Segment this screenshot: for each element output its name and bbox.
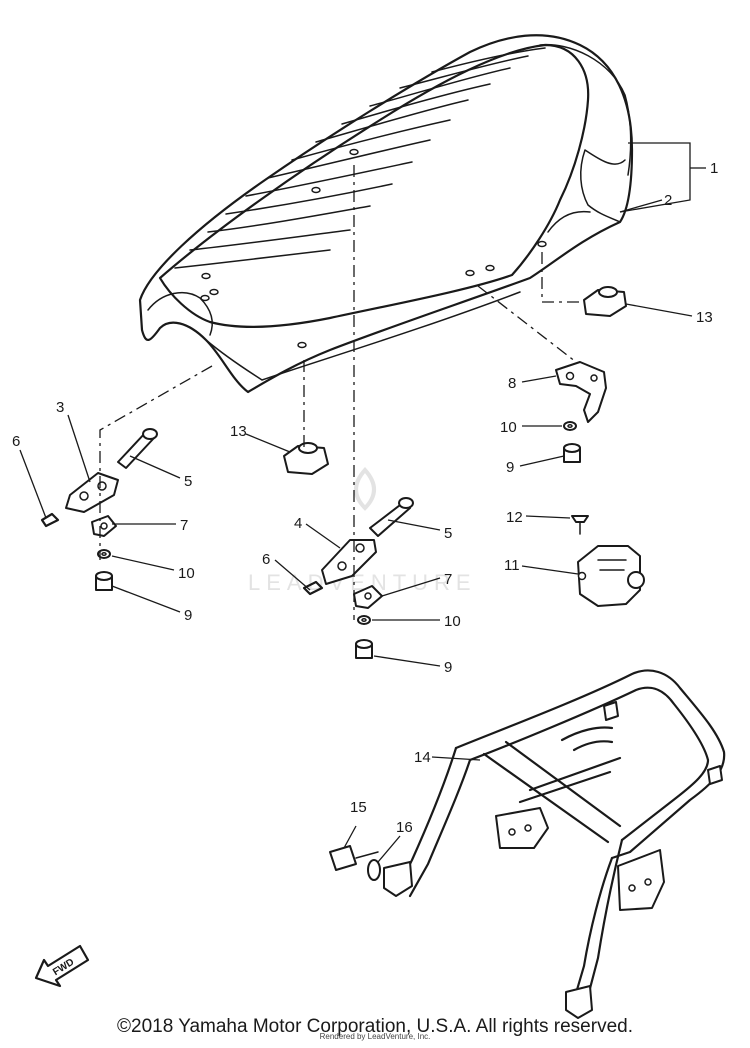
seat-pleats: [174, 47, 546, 269]
center-lines: [99, 165, 584, 620]
nut-13-left: [283, 442, 329, 475]
front-bracket-assembly: [40, 428, 158, 591]
callout-10-right: 10: [500, 419, 517, 436]
callout-10-left: 10: [178, 565, 195, 582]
callout-1: 1: [710, 160, 718, 177]
callout-5-mid: 5: [444, 525, 452, 542]
callout-16: 16: [396, 819, 413, 836]
callout-15: 15: [350, 799, 367, 816]
callout-7-left: 7: [180, 517, 188, 534]
rear-lock-assembly: [555, 286, 645, 607]
fwd-arrow: FWD: [34, 944, 90, 988]
callout-9-left: 9: [184, 607, 192, 624]
callouts: 1 2 13 3 6 5 7 10 9 13 4 6 5 7 10 9 8 10…: [12, 160, 718, 836]
callout-11: 11: [504, 557, 520, 574]
leader-lines: [19, 142, 706, 863]
callout-9-right: 9: [506, 459, 514, 476]
callout-6-left: 6: [12, 433, 20, 450]
callout-2: 2: [664, 192, 672, 209]
rendered-by-note: Rendered by LeadVenture, Inc.: [319, 1032, 431, 1041]
callout-4: 4: [294, 515, 302, 532]
callout-7-mid: 7: [444, 571, 452, 588]
copyright-notice: ©2018 Yamaha Motor Corporation, U.S.A. A…: [117, 1016, 633, 1037]
callout-14: 14: [414, 749, 431, 766]
middle-bracket-assembly: [302, 497, 414, 659]
callout-13-right: 13: [696, 309, 713, 326]
callout-6-mid: 6: [262, 551, 270, 568]
watermark: LEADVENTURE: [248, 467, 471, 595]
callout-13-left: 13: [230, 423, 247, 440]
callout-10-mid: 10: [444, 613, 461, 630]
rear-grab-rail: [329, 669, 726, 1019]
seat-assembly: [138, 34, 634, 394]
callout-9-mid: 9: [444, 659, 452, 676]
callout-5-left: 5: [184, 473, 192, 490]
callout-12: 12: [506, 509, 523, 526]
callout-8: 8: [508, 375, 516, 392]
callout-3: 3: [56, 399, 64, 416]
